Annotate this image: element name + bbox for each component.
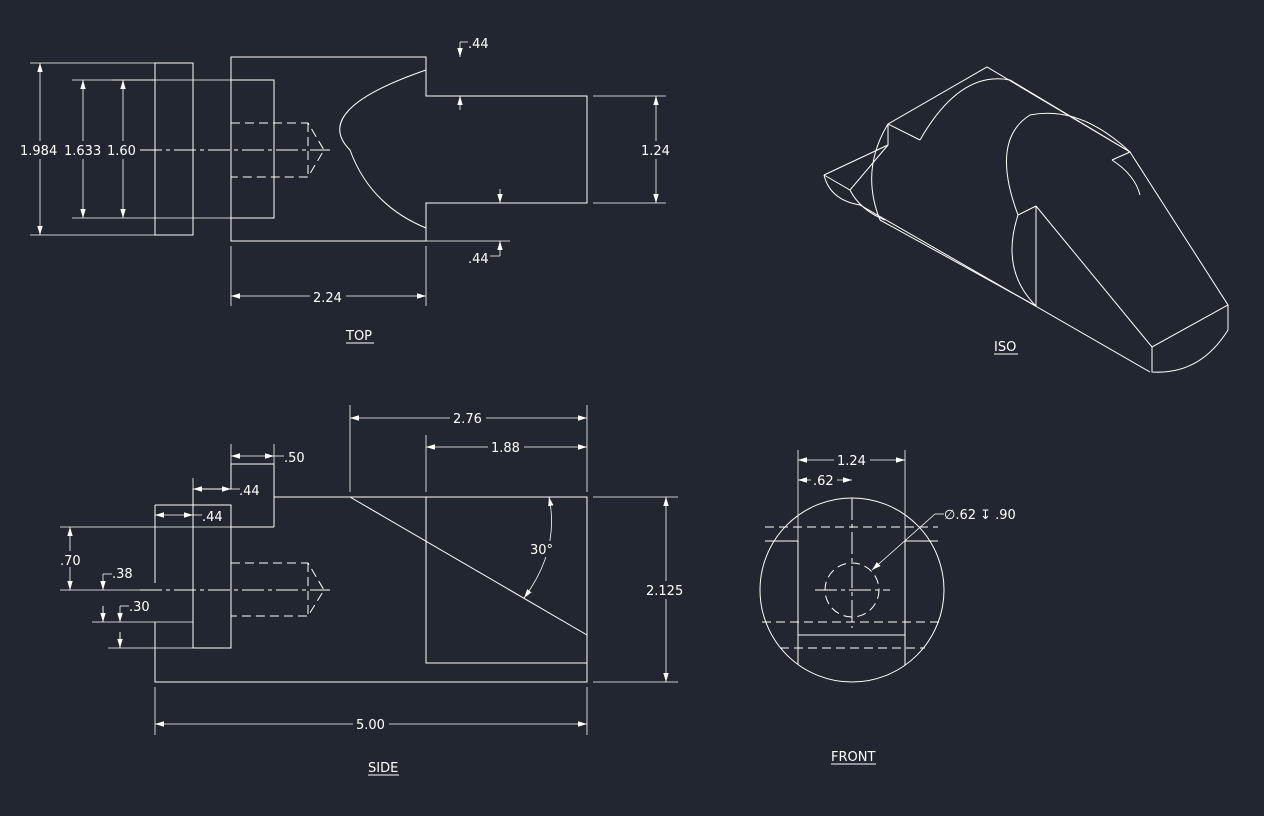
side-view-label: SIDE (368, 761, 398, 776)
top-body-outline (230, 56, 588, 242)
front-view: 1.24 .62 ∅.62 ↧ .90 FRONT (759, 450, 1016, 765)
side-dim-angle: 30° (530, 543, 553, 558)
top-dim-body-length: 2.24 (313, 291, 342, 306)
side-dim-step3: .44 (202, 510, 223, 525)
top-view-label: TOP (345, 329, 372, 344)
top-dim-tab-width: 1.24 (641, 144, 670, 159)
top-flange (154, 62, 194, 236)
side-dim-h3: .30 (129, 600, 150, 615)
top-hub (230, 79, 275, 219)
top-dim-overall-height: 1.984 (20, 144, 57, 159)
side-slant (349, 496, 588, 636)
side-slot (425, 496, 588, 664)
front-dim-half-width: .62 (813, 474, 834, 489)
iso-view: ISO (823, 66, 1229, 373)
top-arc (339, 69, 427, 229)
side-dim-step2: .44 (239, 484, 260, 499)
side-dim-step1: .50 (284, 451, 305, 466)
top-view: 1.984 1.633 1.60 .44 .44 1.24 2.24 TOP (18, 37, 674, 344)
side-dim-inner-length: 1.88 (491, 441, 520, 456)
side-profile-top (155, 463, 350, 506)
side-dim-h1: .70 (60, 554, 81, 569)
front-dim-width: 1.24 (837, 454, 866, 469)
side-view: 2.76 1.88 .50 .44 .44 .70 .38 .30 (58, 405, 688, 776)
front-view-label: FRONT (831, 750, 875, 765)
side-dim-overall-height: 2.125 (646, 584, 683, 599)
side-dim-slot-length: 2.76 (453, 412, 482, 427)
top-dim-tab-bottom: .44 (468, 252, 489, 267)
top-dim-inner-height: 1.633 (64, 144, 101, 159)
iso-wedge (1035, 151, 1229, 348)
top-dim-hub-height: 1.60 (107, 144, 136, 159)
iso-view-label: ISO (994, 340, 1016, 355)
iso-bore-arc (1006, 112, 1131, 216)
side-dim-overall-length: 5.00 (356, 718, 385, 733)
iso-top-edges (823, 66, 1132, 176)
side-dim-h2: .38 (112, 567, 133, 582)
top-dim-tab-top: .44 (468, 37, 489, 52)
front-hole-callout: ∅.62 ↧ .90 (944, 508, 1016, 523)
